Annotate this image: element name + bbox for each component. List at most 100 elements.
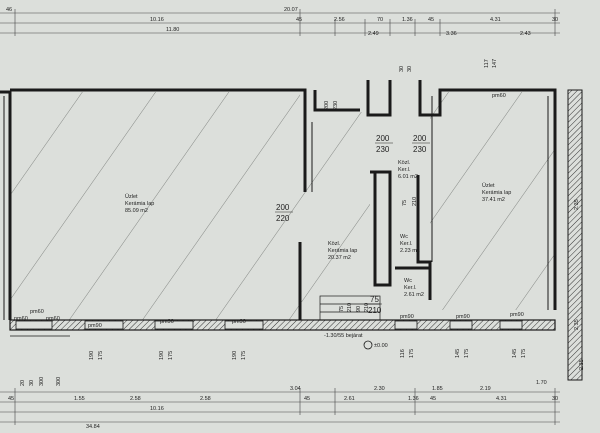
dim-label: 1.55 (74, 396, 85, 402)
room-hatch-corridor (300, 112, 370, 302)
dim-label: 45 (296, 17, 302, 23)
dim-label: 1.36 (408, 396, 419, 402)
sill-label: 190 (89, 351, 95, 360)
room-area: 20.37 m2 (328, 255, 351, 261)
dim-label: 2.58 (200, 396, 211, 402)
dim-label: 10.16 (150, 17, 164, 23)
sill-label: 175 (409, 349, 415, 358)
dim-label: 46 (6, 7, 12, 13)
window-tag: pm60 (14, 316, 28, 322)
dim-label: 1.36 (402, 17, 413, 23)
room-floor: Kerámia lap (328, 248, 357, 254)
window-tag: pm90 (232, 319, 246, 325)
room-name: Wc (404, 278, 412, 284)
room-floor: Kerámia lap (482, 190, 511, 196)
dim-label: 2.43 (520, 31, 531, 37)
dim-label: 34.84 (86, 424, 100, 430)
opening-height: 220 (276, 214, 290, 223)
room-label-lobby: Közl. Ker.l. 6.01 m2 (398, 160, 418, 180)
room-name: Üzlet (125, 193, 138, 200)
opening-height: 147 (492, 59, 498, 68)
room-area: 37.41 m2 (482, 197, 505, 203)
dim-label: 10.16 (150, 406, 164, 412)
window-tag: pm90 (400, 314, 414, 320)
sill-label: 175 (98, 351, 104, 360)
strip-label: 2.35 (574, 319, 580, 330)
dim-label: 2.30 (374, 386, 385, 392)
opening-height: 230 (413, 145, 427, 154)
facade-windows (15, 320, 523, 330)
window-tag: pm90 (510, 312, 524, 318)
opening-width: 200 (324, 101, 330, 110)
dim-label: 30 (552, 17, 558, 23)
window-tag: pm90 (160, 319, 174, 325)
dim-label: 2.58 (130, 396, 141, 402)
sill-label: 175 (241, 351, 247, 360)
dim-label: 45 (8, 396, 14, 402)
dim-label: 45 (304, 396, 310, 402)
opening-height: 30 (407, 66, 413, 72)
room-name: Wc (400, 234, 408, 240)
dim-label: 300 (56, 377, 62, 386)
sill-heights: 190 175 190 175 190 175 116 175 145 175 … (89, 349, 527, 360)
room-label-wc-2: Wc Ker.l. 2.61 m2 (404, 278, 424, 298)
walls (0, 80, 557, 320)
inner-wall-lines (3, 96, 549, 320)
room-hatch-shop-right (430, 92, 555, 310)
dim-label: 45 (428, 17, 434, 23)
room-area: 2.61 m2 (404, 292, 424, 298)
level-value: ±0.00 (374, 343, 388, 349)
sill-label: 145 (512, 349, 518, 358)
opening-width: 30 (399, 66, 405, 72)
opening-height: 210 (364, 303, 370, 312)
top-dimension-labels: 46 10.16 20.07 11.80 45 2.56 70 1.36 45 … (6, 7, 558, 37)
room-floor: Kerámia lap (125, 201, 154, 207)
sill-label: 116 (400, 349, 406, 358)
level-marker-icon (363, 340, 373, 350)
window-tag: pm90 (456, 314, 470, 320)
dim-label: 3.04 (290, 386, 301, 392)
dim-label: 2.19 (480, 386, 491, 392)
room-name: Közl. (398, 160, 411, 166)
window-tag: pm90 (88, 323, 102, 329)
dim-label: 70 (377, 17, 383, 23)
window-tag: pm60 (492, 93, 506, 99)
dim-label: 4.31 (496, 396, 507, 402)
left-bottom-dims: 20 30 300 300 (20, 377, 62, 386)
room-name: Közl. (328, 241, 341, 247)
opening-height: 210 (347, 303, 353, 312)
room-floor: Ker.l. (404, 285, 417, 291)
entrance-steps (10, 295, 381, 337)
strip-label: 2.35 (579, 359, 585, 370)
dim-label: 20 (20, 380, 26, 386)
dim-label: 1.85 (432, 386, 443, 392)
window-tag: pm60 (46, 316, 60, 322)
opening-width: 200 (413, 134, 427, 143)
opening-width: 117 (484, 59, 490, 68)
dim-label: 2.49 (368, 31, 379, 37)
dim-label: 2.61 (344, 396, 355, 402)
opening-width: 75 (339, 306, 345, 312)
opening-width: 75 (402, 200, 408, 206)
top-dimension-lines (0, 9, 560, 36)
room-floor: Ker.l. (400, 241, 413, 247)
room-floor: Ker.l. (398, 167, 411, 173)
dim-label: 30 (29, 380, 35, 386)
sill-label: 190 (159, 351, 165, 360)
sill-label: 145 (455, 349, 461, 358)
room-label-shop-main: Üzlet Kerámia lap 85.09 m2 (125, 193, 154, 214)
room-label-shop-right: Üzlet Kerámia lap 37.41 m2 (482, 182, 511, 203)
bottom-dimension-labels: 3.04 2.30 1.85 2.19 1.70 45 1.55 2.58 2.… (8, 380, 558, 430)
dim-label: 1.70 (536, 380, 547, 386)
opening-height: 230 (333, 101, 339, 110)
bottom-dimension-lines (0, 388, 560, 425)
opening-width: 75 (370, 295, 379, 304)
dim-label: 30 (552, 396, 558, 402)
dim-label: 11.80 (166, 27, 179, 33)
opening-height: 210 (368, 306, 382, 315)
level-note: -1.30/55 bejárat (324, 333, 363, 339)
sill-label: 175 (168, 351, 174, 360)
strip-label: 2.35 (574, 199, 580, 210)
opening-width: 90 (356, 306, 362, 312)
opening-height: 210 (412, 197, 418, 206)
